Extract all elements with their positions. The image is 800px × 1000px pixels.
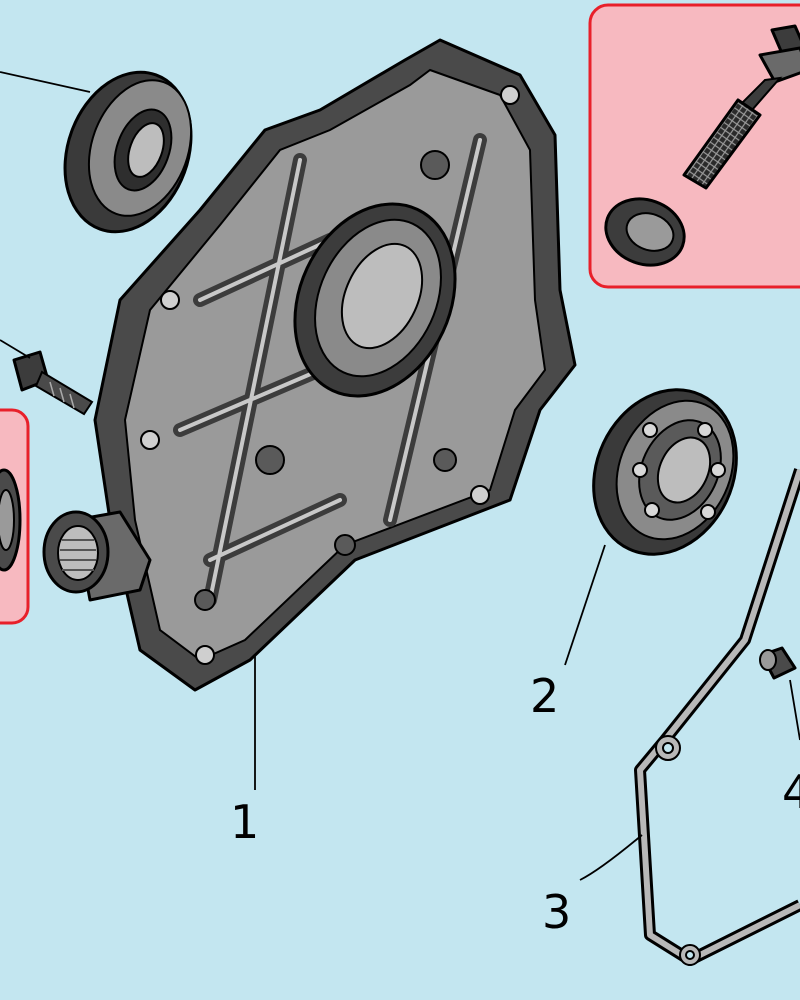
ball-bearing (592, 388, 738, 556)
oil-dipstick (682, 24, 800, 190)
dipstick-o-ring (604, 197, 686, 267)
crankcase-cover (93, 38, 577, 692)
part-label-2: 2 (530, 669, 559, 723)
part-label-1: 1 (230, 795, 259, 849)
flange-bolt (12, 350, 94, 416)
dowel-pin (759, 646, 797, 680)
oil-seal-top (63, 70, 193, 234)
oil-filler-neck (42, 510, 152, 602)
highlight-box-left (0, 408, 30, 625)
part-label-4: 4 (782, 765, 800, 819)
cover-gasket (634, 468, 800, 966)
part-label-3: 3 (542, 885, 571, 939)
